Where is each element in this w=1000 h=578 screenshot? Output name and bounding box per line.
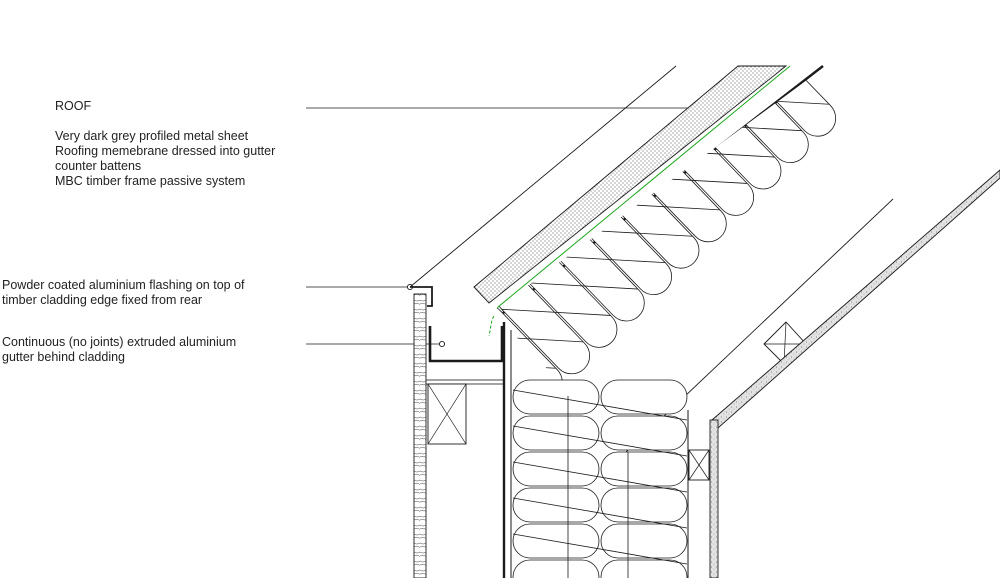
cladding [413,293,427,578]
wall-internal-board [709,419,719,578]
leader-gutter-dot [438,340,446,348]
gutter-line-2: gutter behind cladding [2,350,126,364]
flashing-annotation: Powder coated aluminium flashing on top … [2,278,245,308]
roof-annotation: ROOF Very dark grey profiled metal sheet… [55,99,275,189]
flashing-line-1: Powder coated aluminium flashing on top … [2,278,245,292]
roof-outline-line [409,65,677,288]
roof-line-1: Very dark grey profiled metal sheet [55,129,249,143]
cavity-batten-upper [425,379,505,385]
gutter-annotation: Continuous (no joints) extruded aluminiu… [2,335,236,365]
ceiling-board [711,169,1000,429]
flashing [410,286,433,307]
wall-insulation [512,379,688,578]
service-batten-cross-b [688,449,710,481]
roof-line-4: MBC timber frame passive system [55,174,246,188]
roof-line-2: Roofing memebrane dressed into gutter [55,144,276,158]
roof-heading: ROOF [55,99,92,113]
roof-sheet [473,65,788,304]
roof-membrane [497,65,791,308]
cavity-batten-cross-b [427,383,467,445]
gutter [428,326,504,363]
membrane-tail [488,306,499,337]
flashing-line-2: timber cladding edge fixed from rear [2,293,203,307]
gutter-line-1: Continuous (no joints) extruded aluminiu… [2,335,237,349]
roof-line-3: counter battens [55,159,142,173]
